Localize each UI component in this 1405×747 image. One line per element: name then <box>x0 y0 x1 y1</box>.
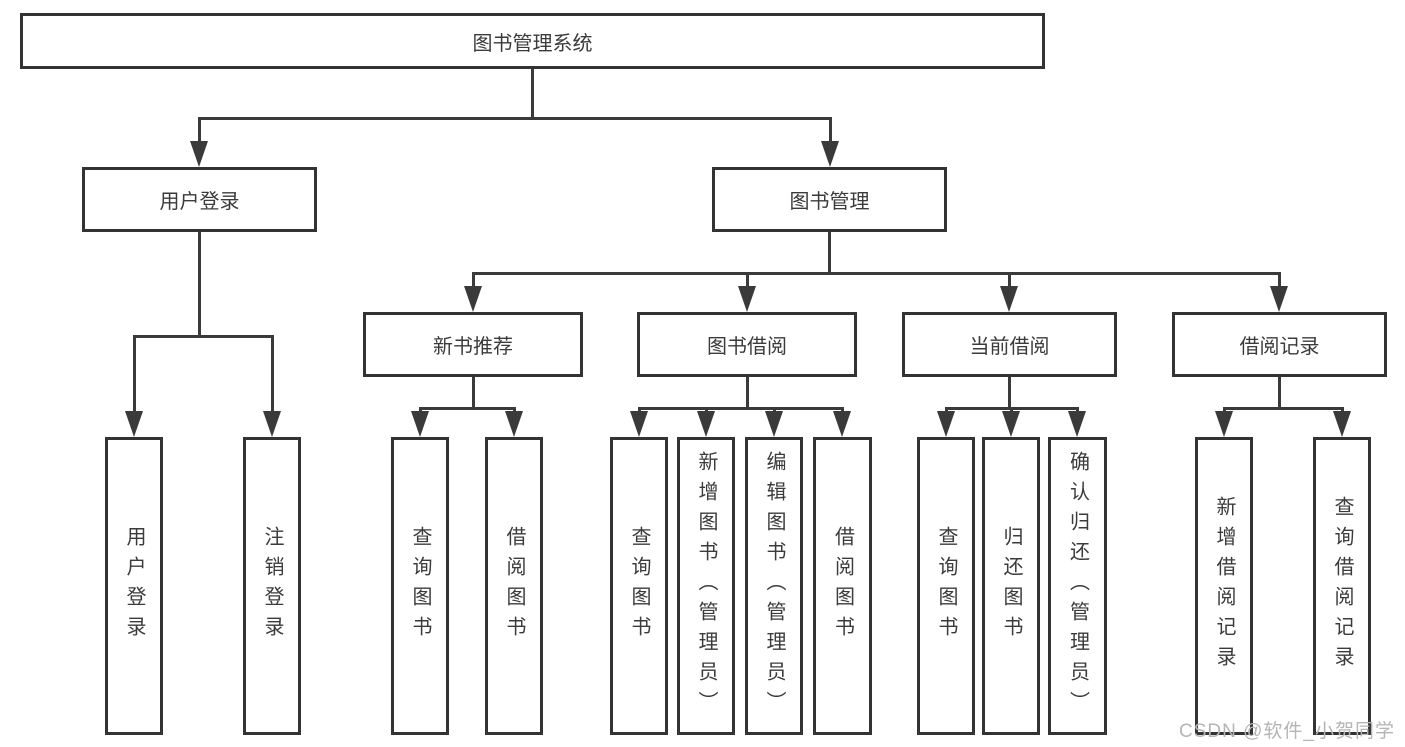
arrowhead-cb-query <box>937 411 955 437</box>
arrowhead-user-login <box>190 141 208 167</box>
node-query-books-1: 查询图书 <box>391 437 449 735</box>
node-logout: 注销登录 <box>243 437 301 735</box>
node-user-login: 用户登录 <box>82 167 317 232</box>
connector-stem-bb-query <box>637 407 641 413</box>
node-book-management-label: 图书管理 <box>789 191 870 213</box>
connector-stem-cb-query <box>944 407 948 413</box>
connector-stem-logout <box>270 335 274 413</box>
node-borrow-books-1-label: 借阅图书 <box>503 526 525 646</box>
connector-stem-bb-borrow <box>840 407 844 413</box>
connector-borrowing-records-trunk <box>1278 377 1281 407</box>
arrowhead-br-add <box>1215 411 1233 437</box>
node-return-books-label: 归还图书 <box>1000 526 1022 646</box>
node-user-login-leaf: 用户登录 <box>105 437 163 735</box>
connector-book-borrowing-bus <box>637 407 844 410</box>
arrowhead-cb-return <box>1002 411 1020 437</box>
node-query-books-2-label: 查询图书 <box>628 526 650 646</box>
node-edit-books-admin-label: 编辑图书（管理员） <box>763 451 785 721</box>
node-borrowing-records-label: 借阅记录 <box>1239 336 1320 358</box>
node-library-management-system: 图书管理系统 <box>20 13 1045 69</box>
connector-stem-new-book-rec <box>471 272 475 289</box>
connector-root-trunk <box>531 69 534 117</box>
node-new-book-recommendation-label: 新书推荐 <box>433 336 513 358</box>
arrowhead-nb-borrow <box>505 411 523 437</box>
connector-stem-nb-borrow <box>512 407 516 413</box>
node-return-books: 归还图书 <box>982 437 1040 735</box>
node-query-books-2: 查询图书 <box>610 437 668 735</box>
connector-stem-book-management <box>828 117 832 144</box>
node-add-books-admin: 新增图书（管理员） <box>677 437 735 735</box>
arrowhead-bb-add <box>697 411 715 437</box>
node-logout-label: 注销登录 <box>261 526 283 646</box>
connector-level3-bus <box>471 272 1281 275</box>
arrowhead-cb-confirm <box>1068 411 1086 437</box>
arrowhead-current-borrowing <box>1000 286 1018 312</box>
connector-stem-nb-query <box>418 407 422 413</box>
node-new-book-recommendation: 新书推荐 <box>363 312 583 377</box>
node-library-management-system-label: 图书管理系统 <box>472 32 593 55</box>
connector-stem-br-add <box>1222 407 1226 413</box>
connector-stem-borrowing-records <box>1277 272 1281 289</box>
connector-book-borrowing-trunk <box>745 377 749 407</box>
connector-stem-br-query <box>1340 407 1344 413</box>
connector-current-borrowing-trunk <box>1008 377 1011 407</box>
arrowhead-logout <box>263 411 281 437</box>
node-borrow-books-1: 借阅图书 <box>485 437 543 735</box>
node-query-books-1-label: 查询图书 <box>409 526 431 646</box>
connector-stem-current-borrowing <box>1007 272 1011 289</box>
connector-level2-bus <box>197 117 832 120</box>
connector-stem-user-login <box>197 117 201 144</box>
arrowhead-bb-query <box>630 411 648 437</box>
node-add-books-admin-label: 新增图书（管理员） <box>695 451 717 721</box>
node-current-borrowing: 当前借阅 <box>902 312 1117 377</box>
node-borrowing-records: 借阅记录 <box>1172 312 1387 377</box>
arrowhead-br-query <box>1333 411 1351 437</box>
node-user-login-label: 用户登录 <box>159 191 240 213</box>
arrowhead-user-login-leaf <box>125 411 143 437</box>
node-query-books-3: 查询图书 <box>917 437 975 735</box>
node-query-borrow-record: 查询借阅记录 <box>1313 437 1371 735</box>
node-add-borrow-record-label: 新增借阅记录 <box>1213 496 1235 676</box>
node-borrow-books-2-label: 借阅图书 <box>831 526 854 646</box>
connector-book-management-trunk <box>828 232 831 272</box>
node-add-borrow-record: 新增借阅记录 <box>1195 437 1253 735</box>
arrowhead-nb-query <box>411 411 429 437</box>
connector-new-book-rec-bus <box>418 407 516 410</box>
arrowhead-bb-borrow <box>833 411 851 437</box>
connector-stem-bb-edit <box>772 407 776 413</box>
connector-borrowing-records-bus <box>1222 407 1344 410</box>
connector-stem-bb-add <box>704 407 708 413</box>
node-query-borrow-record-label: 查询借阅记录 <box>1331 496 1353 676</box>
arrowhead-bb-edit <box>765 411 783 437</box>
node-edit-books-admin: 编辑图书（管理员） <box>745 437 803 735</box>
connector-stem-book-borrowing <box>745 272 749 289</box>
node-book-borrowing: 图书借阅 <box>637 312 857 377</box>
connector-stem-user-login-leaf <box>132 335 136 413</box>
arrowhead-book-management <box>821 141 839 167</box>
connector-user-login-trunk <box>197 232 201 335</box>
node-confirm-return-admin: 确认归还（管理员） <box>1048 437 1107 735</box>
node-current-borrowing-label: 当前借阅 <box>969 336 1050 358</box>
node-book-borrowing-label: 图书借阅 <box>707 336 787 358</box>
connector-stem-cb-return <box>1009 407 1013 413</box>
arrowhead-new-book-rec <box>464 286 482 312</box>
node-confirm-return-admin-label: 确认归还（管理员） <box>1066 451 1089 721</box>
connector-stem-cb-confirm <box>1075 407 1079 413</box>
csdn-watermark: CSDN @软件_小贺同学 <box>1179 721 1395 742</box>
node-user-login-leaf-label: 用户登录 <box>123 526 145 646</box>
node-book-management: 图书管理 <box>712 167 947 232</box>
node-borrow-books-2: 借阅图书 <box>813 437 872 735</box>
connector-new-book-rec-trunk <box>471 377 475 407</box>
arrowhead-borrowing-records <box>1270 286 1288 312</box>
node-query-books-3-label: 查询图书 <box>935 526 957 646</box>
arrowhead-book-borrowing <box>738 286 756 312</box>
connector-user-login-bus <box>132 335 274 338</box>
